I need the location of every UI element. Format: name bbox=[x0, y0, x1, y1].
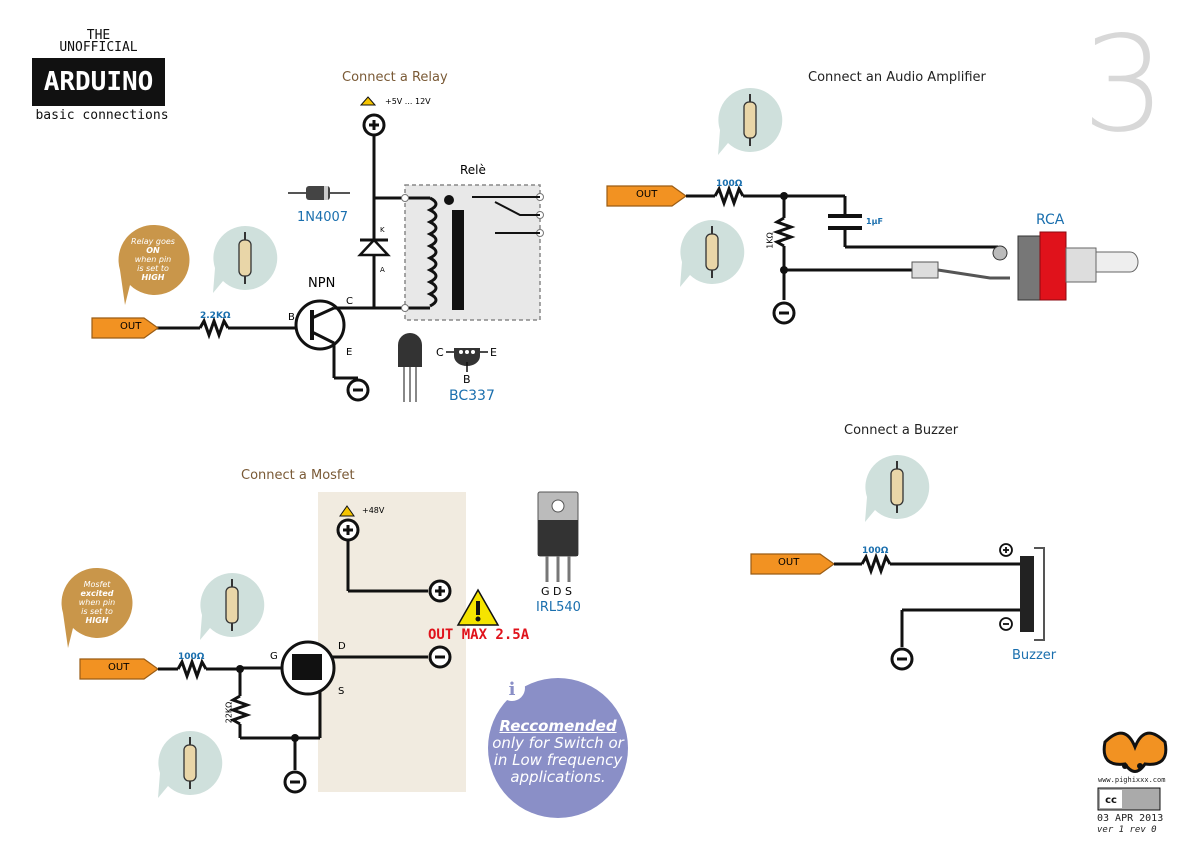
mosfet-resistor2-label: 22KΩ bbox=[224, 701, 234, 724]
audio-resistor2-icon bbox=[679, 218, 746, 288]
info-line1: Reccomended bbox=[499, 717, 617, 735]
buzzer-title: Connect a Buzzer bbox=[844, 423, 959, 438]
mosfet-supply-label: +48V bbox=[362, 506, 385, 515]
relay-note-5: HIGH bbox=[141, 273, 165, 282]
mosfet-title: Connect a Mosfet bbox=[241, 468, 355, 483]
relay-ground-icon bbox=[346, 378, 370, 402]
relay-resistor-icon bbox=[212, 224, 279, 294]
irl540-label: IRL540 bbox=[536, 600, 581, 615]
buzzer-circuit bbox=[750, 453, 1045, 671]
info-line2: only for Switch or bbox=[492, 734, 624, 752]
npn-label: NPN bbox=[308, 276, 336, 291]
npn-transistor-icon bbox=[294, 299, 346, 351]
footer-version: ver 1 rev 0 bbox=[1097, 825, 1157, 835]
pinout-c: C bbox=[436, 346, 444, 359]
mosfet-note-5: HIGH bbox=[85, 616, 109, 625]
buzzer-resistor-icon bbox=[864, 453, 931, 523]
mosfet-pin-d: D bbox=[338, 641, 346, 652]
mosfet-panel bbox=[318, 492, 466, 792]
relay-note-3: when pin bbox=[134, 255, 172, 264]
buzzer-out-label: OUT bbox=[778, 557, 800, 568]
mosfet-note-1: Mosfet bbox=[83, 580, 111, 589]
irl540-pins: G D S bbox=[541, 585, 572, 598]
page-number: 3 bbox=[1082, 8, 1166, 162]
footer-date: 03 APR 2013 bbox=[1097, 813, 1164, 824]
relay-supply-label: +5V ... 12V bbox=[385, 97, 431, 106]
info-icon: i bbox=[509, 679, 516, 700]
relay-resistor-label: 2.2KΩ bbox=[200, 311, 231, 321]
mosfet-pin-g: G bbox=[270, 651, 278, 662]
pinout-b: B bbox=[463, 373, 471, 386]
buzzer-resistor-label: 100Ω bbox=[862, 546, 889, 556]
footer-site: www.pighixxx.com bbox=[1098, 776, 1166, 784]
mosfet-pin-s: S bbox=[338, 686, 345, 697]
relay-out-label: OUT bbox=[120, 321, 142, 332]
rca-label: RCA bbox=[1036, 212, 1065, 228]
mosfet-note-2: excited bbox=[80, 589, 114, 598]
diode-label: 1N4007 bbox=[297, 210, 349, 225]
mosfet-ground-icon bbox=[283, 770, 307, 794]
relay-note-bubble bbox=[118, 224, 190, 305]
audio-resistor-label: 100Ω bbox=[716, 179, 743, 189]
brand-line2: UNOFFICIAL bbox=[59, 40, 138, 55]
bc337-icon bbox=[398, 333, 422, 367]
relay-circuit bbox=[91, 96, 544, 402]
buzzer-label: Buzzer bbox=[1012, 648, 1057, 663]
mosfet-note-4: is set to bbox=[81, 607, 113, 616]
out-max-warning: OUT MAX 2.5A bbox=[428, 627, 530, 643]
relay-title: Connect a Relay bbox=[342, 70, 448, 85]
supply-terminal-icon bbox=[362, 113, 386, 137]
pin-e-label: E bbox=[346, 347, 353, 358]
buzzer-icon bbox=[1020, 556, 1034, 632]
diode-k-label: K bbox=[380, 226, 385, 234]
pin-c-label: C bbox=[346, 296, 353, 307]
buzzer-ground-icon bbox=[890, 647, 914, 671]
mosfet-circuit: i bbox=[61, 491, 628, 818]
audio-ground-icon bbox=[772, 301, 796, 325]
load-minus-icon bbox=[428, 645, 452, 669]
audio-out-tag bbox=[606, 185, 688, 207]
mosfet-out-tag bbox=[79, 658, 160, 680]
diode-a-label: A bbox=[380, 266, 385, 274]
mosfet-note-bubble bbox=[61, 567, 133, 648]
audio-resistor-icon bbox=[717, 86, 784, 157]
mosfet-resistor-label: 100Ω bbox=[178, 652, 205, 662]
relay-note-2: ON bbox=[146, 246, 160, 255]
info-bubble bbox=[488, 678, 628, 818]
relay-note-1: Relay goes bbox=[131, 237, 175, 246]
audio-out-label: OUT bbox=[636, 189, 658, 200]
brand-line1: THE bbox=[86, 28, 111, 43]
audio-title: Connect an Audio Amplifier bbox=[808, 70, 986, 85]
pin-b-label: B bbox=[288, 312, 295, 323]
brand-subtitle: basic connections bbox=[35, 108, 169, 123]
mosfet-note-3: when pin bbox=[78, 598, 116, 607]
mosfet-resistor-icon bbox=[199, 571, 266, 641]
audio-circuit bbox=[606, 86, 1139, 325]
load-plus-icon bbox=[428, 579, 452, 603]
relay-box bbox=[404, 184, 541, 321]
relay-label: Relè bbox=[460, 163, 486, 177]
capacitor-label: 1µF bbox=[866, 217, 883, 226]
mosfet-resistor2-icon bbox=[157, 729, 224, 799]
mosfet-out-label: OUT bbox=[108, 662, 130, 673]
rca-connector-icon bbox=[1017, 235, 1041, 301]
mosfet-supply-icon bbox=[336, 518, 360, 542]
brand-name: ARDUINO bbox=[32, 58, 165, 106]
pinout-e: E bbox=[490, 346, 497, 359]
pighixxx-logo: cc bbox=[1097, 731, 1168, 811]
audio-resistor2-label: 1KΩ bbox=[765, 232, 775, 249]
relay-note-4: is set to bbox=[137, 264, 169, 273]
bc337-label: BC337 bbox=[449, 388, 495, 404]
relay-out-tag bbox=[91, 317, 160, 339]
info-line3: in Low frequency bbox=[493, 751, 623, 769]
svg-text:cc: cc bbox=[1105, 795, 1117, 806]
buzzer-out-tag bbox=[750, 553, 836, 575]
info-line4: applications. bbox=[510, 768, 606, 786]
